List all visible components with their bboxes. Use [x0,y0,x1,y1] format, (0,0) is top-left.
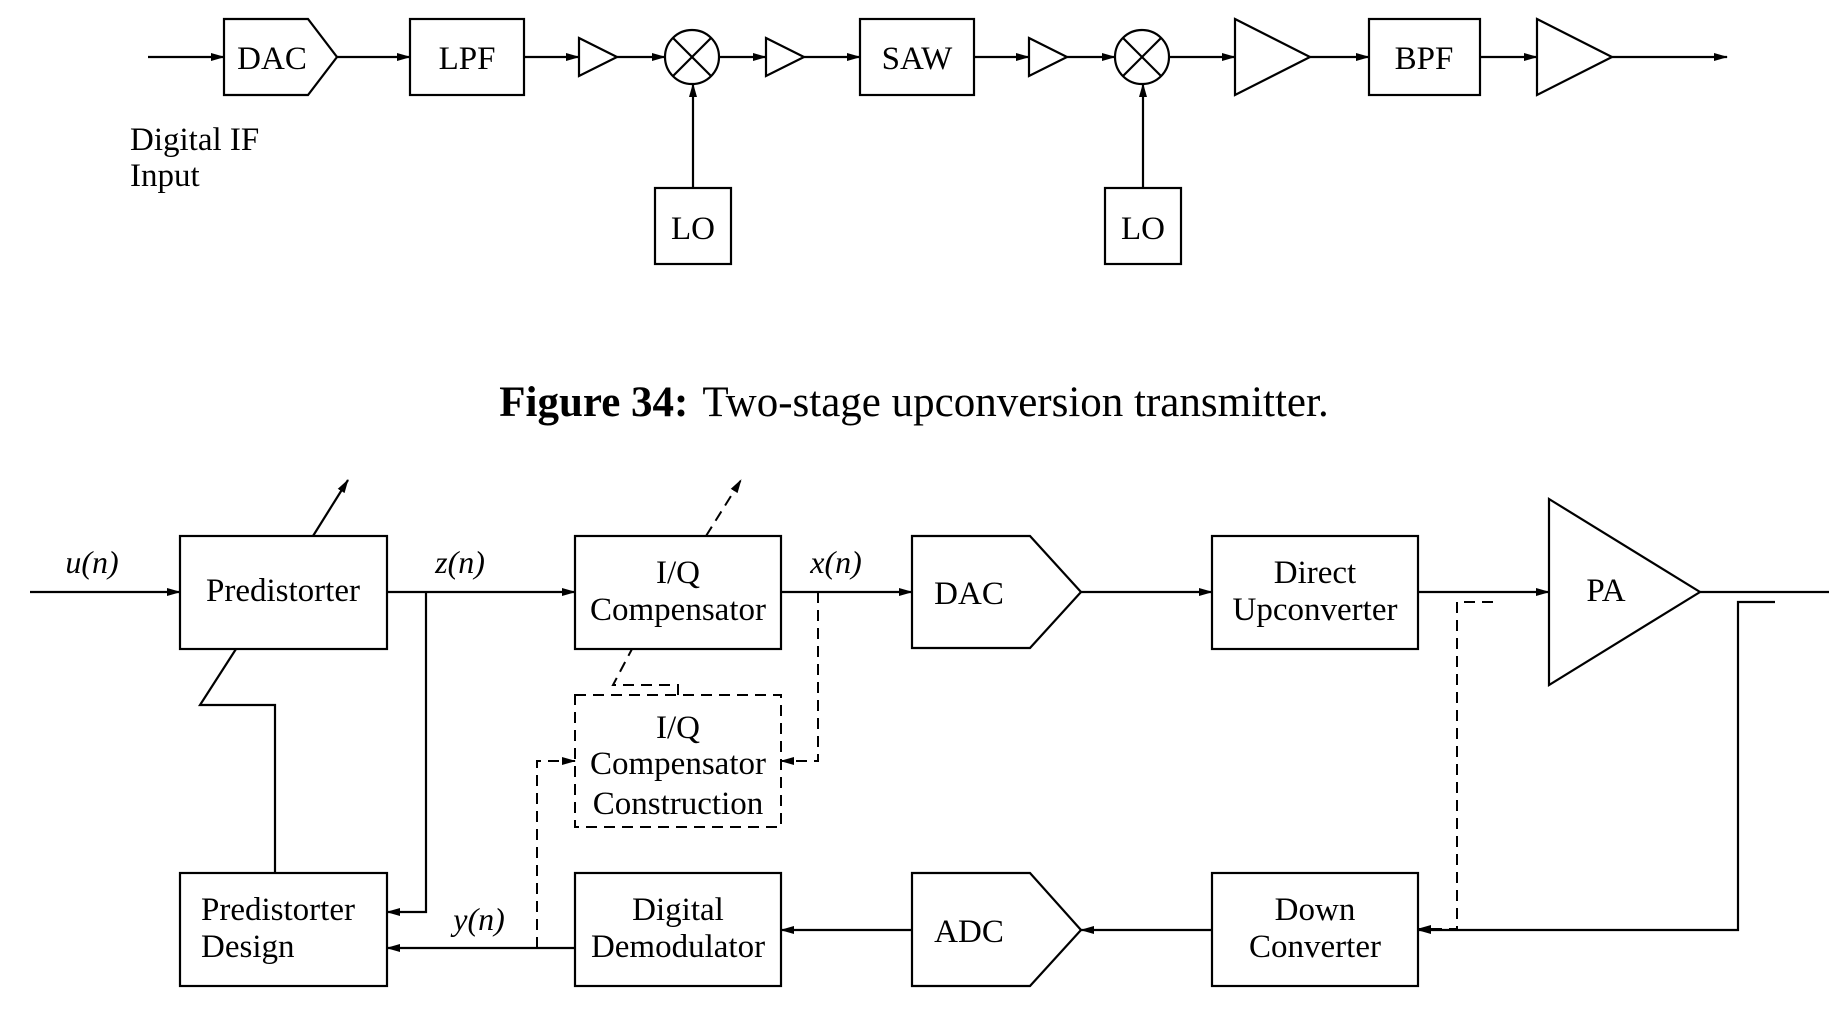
demodulator-label-2: Demodulator [591,929,765,965]
pa-feedback-line [1417,600,1775,934]
predistorter-design-block [178,871,389,988]
pd-design-label-2: Design [201,929,295,965]
downconverter-label-2: Converter [1249,929,1381,965]
mixer-2 [1113,28,1171,86]
y-to-iq-construction [536,757,576,948]
predistorter-adapt-arrow [312,479,349,537]
digital-if-label: Digital IF [130,122,259,158]
amplifier-1 [577,36,620,78]
amplifier-4 [1233,17,1313,97]
upconverter-to-downconverter-dashed [1417,601,1493,933]
pd-design-label-1: Predistorter [201,892,355,928]
iq-construction-link [611,648,679,695]
predistorter-block [178,534,389,651]
lo-label-1: LO [671,211,715,247]
input-label: Input [130,158,200,194]
pa-label: PA [1586,573,1625,609]
dac-block-34 [222,17,339,97]
mixer-1 [663,28,721,86]
predistorter-design-link [197,648,277,873]
figure-34: DAC LPF SAW [130,17,1728,426]
iq-construction-label-2: Compensator [590,746,766,782]
iq-construction-label-3: Construction [593,786,764,822]
demodulator-label-1: Digital [632,892,724,928]
x-to-iq-construction [780,592,819,765]
dac-label-34: DAC [237,41,307,77]
amplifier-3 [1027,36,1070,78]
caption-number: Figure 34: [499,379,688,426]
iq-compensator-adapt-arrow [705,479,742,537]
iq-compensator-label-2: Compensator [590,592,766,628]
dac-label-35: DAC [934,576,1004,612]
signal-u-label: u(n) [65,544,118,580]
lpf-block [408,17,526,97]
adc-block [910,871,1083,988]
signal-y-label: y(n) [450,901,505,937]
amplifier-5 [1535,17,1615,97]
signal-z-label: z(n) [434,544,485,580]
dac-block-35 [910,534,1083,650]
direct-upconverter-block [1210,534,1420,651]
signal-x-label: x(n) [809,544,862,580]
iq-construction-label-1: I/Q [656,710,700,746]
z-feedback-line [386,592,428,916]
lpf-label: LPF [439,41,496,77]
upconverter-label-2: Upconverter [1233,592,1398,628]
amplifier-2 [764,36,807,78]
figure-caption: Figure 34: Two-stage upconversion transmi… [499,379,1328,426]
bpf-label: BPF [1395,41,1454,77]
downconverter-label-1: Down [1275,892,1356,928]
upconverter-label-1: Direct [1274,555,1356,591]
saw-label: SAW [882,41,954,77]
iq-compensator-label-1: I/Q [656,555,700,591]
figure-35: Predistorter I/Q Compensator DAC Direct … [30,479,1829,988]
adc-label: ADC [934,914,1004,950]
digital-demodulator-block [573,871,783,988]
lo-block-1 [653,186,733,266]
caption-text: Two-stage upconversion transmitter. [702,379,1328,426]
lo-label-2: LO [1121,211,1165,247]
predistorter-label: Predistorter [206,573,360,609]
